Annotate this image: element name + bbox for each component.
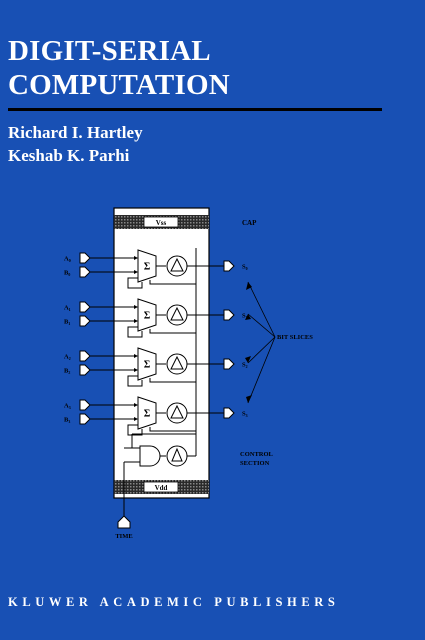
- output-pin: [223, 358, 235, 370]
- adder-block: [137, 249, 157, 283]
- output-pin: [223, 260, 235, 272]
- cap-label: CAP: [242, 219, 257, 227]
- output-label: S₂: [242, 362, 248, 369]
- title-line-1: DIGIT-SERIAL: [8, 35, 211, 67]
- sum-symbol: Σ: [144, 409, 151, 420]
- output-pin: [223, 309, 235, 321]
- input-pin-b: [79, 413, 91, 425]
- circuit-diagram: Vss Vdd A₀ B₀ Σ S₀ A₁ B₁ Σ S₁ A₂ B₂ Σ S₂ A₃ B₃ Σ S₃ TIM…: [64, 207, 313, 540]
- control-section-label-1: CONTROL: [240, 451, 274, 458]
- output-label: S₁: [242, 313, 248, 320]
- input-pin-a: [79, 252, 91, 264]
- input-label-a: A₃: [64, 403, 71, 410]
- author-1: Richard I. Hartley: [8, 123, 143, 142]
- adder-block: [137, 396, 157, 430]
- input-pin-b: [79, 315, 91, 327]
- input-label-a: A₁: [64, 305, 71, 312]
- bit-slices: A₀ B₀ Σ S₀ A₁ B₁ Σ S₁ A₂ B₂ Σ S₂ A₃ B₃ Σ S₃: [64, 249, 248, 436]
- input-pin-a: [79, 350, 91, 362]
- bit-slice: A₃ B₃ Σ S₃: [64, 396, 248, 436]
- input-label-a: A₂: [64, 354, 71, 361]
- bit-slice: A₁ B₁ Σ S₁: [64, 298, 248, 338]
- input-label-b: B₁: [64, 319, 70, 326]
- adder-block: [137, 298, 157, 332]
- title-divider: [8, 108, 382, 111]
- bit-slice: A₀ B₀ Σ S₀: [64, 249, 248, 289]
- vss-label: Vss: [156, 219, 167, 227]
- input-label-b: B₂: [64, 368, 70, 375]
- bit-slices-label: BIT SLICES: [277, 334, 313, 341]
- time-pin: [117, 498, 131, 529]
- input-label-b: B₃: [64, 417, 70, 424]
- vdd-label: Vdd: [155, 484, 168, 492]
- adder-block: [137, 347, 157, 381]
- bit-slice: A₂ B₂ Σ S₂: [64, 347, 248, 387]
- input-label-a: A₀: [64, 256, 71, 263]
- bit-slices-arrows: [247, 281, 276, 404]
- author-2: Keshab K. Parhi: [8, 146, 130, 165]
- input-pin-b: [79, 266, 91, 278]
- book-title: DIGIT-SERIAL COMPUTATION: [8, 34, 230, 102]
- input-pin-b: [79, 364, 91, 376]
- sum-symbol: Σ: [144, 262, 151, 273]
- sum-symbol: Σ: [144, 311, 151, 322]
- control-section-label-2: SECTION: [240, 460, 270, 467]
- sum-symbol: Σ: [144, 360, 151, 371]
- time-label: TIME: [115, 533, 132, 540]
- chip-body: [113, 207, 210, 499]
- input-pin-a: [79, 301, 91, 313]
- output-label: S₃: [242, 411, 248, 418]
- author-list: Richard I. Hartley Keshab K. Parhi: [8, 121, 143, 167]
- publisher-name: KLUWER ACADEMIC PUBLISHERS: [8, 595, 340, 609]
- output-pin: [223, 407, 235, 419]
- output-label: S₀: [242, 264, 248, 271]
- input-pin-a: [79, 399, 91, 411]
- input-label-b: B₀: [64, 270, 70, 277]
- title-line-2: COMPUTATION: [8, 69, 230, 101]
